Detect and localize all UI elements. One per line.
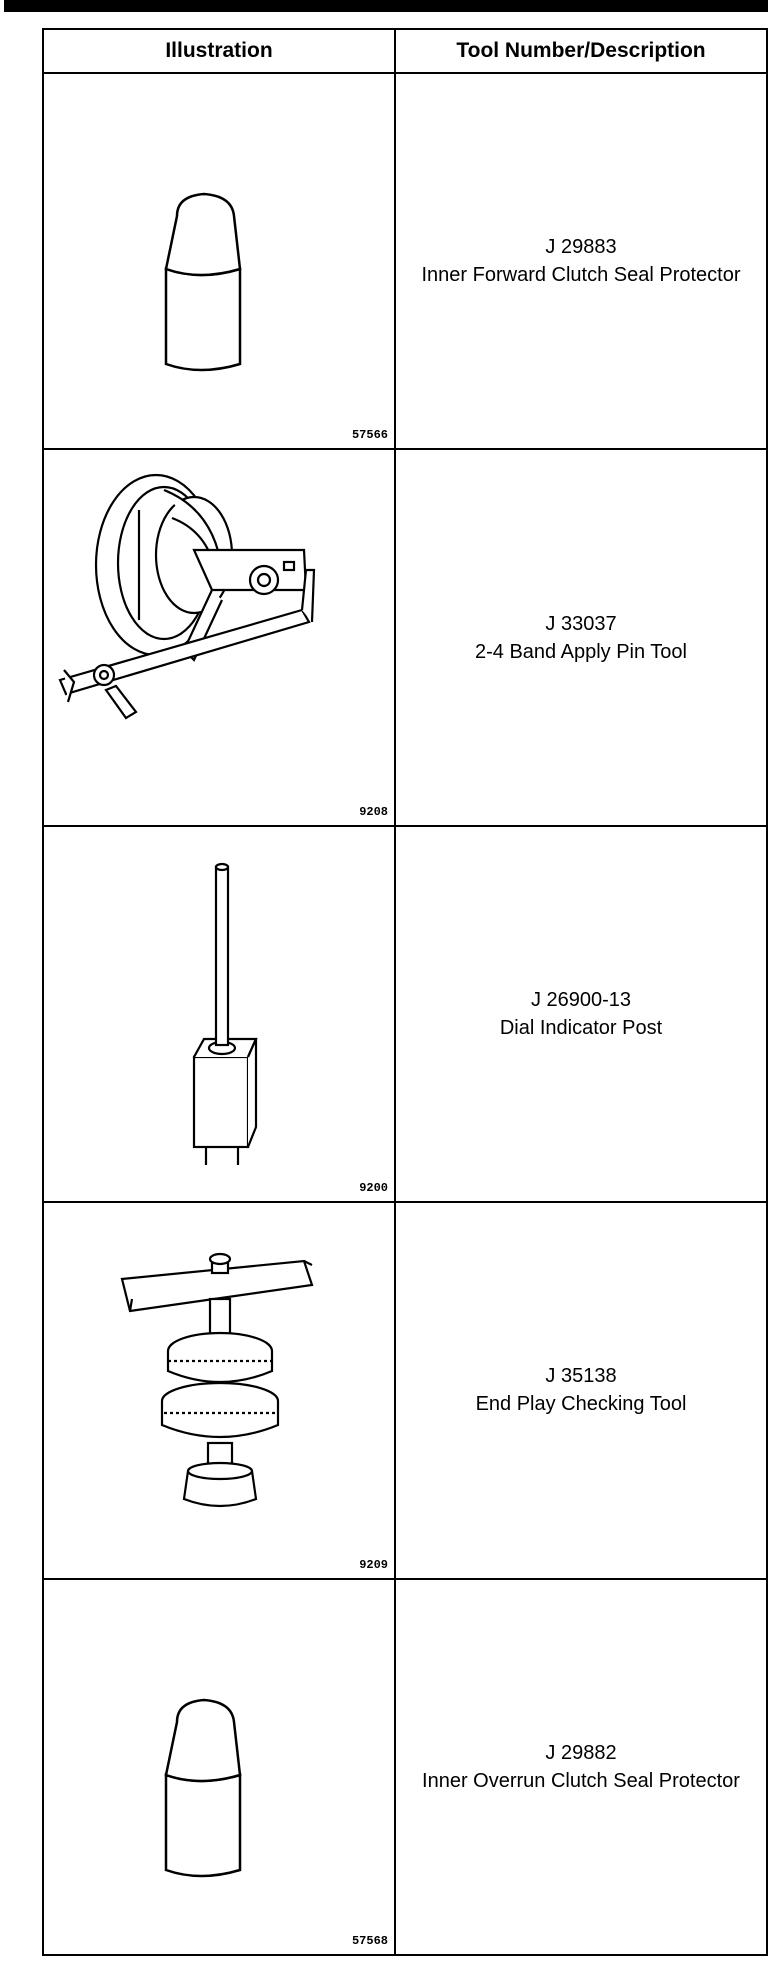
table-row: 9209 J 35138 End Play Checking Tool bbox=[42, 1201, 768, 1580]
figure-number: 9208 bbox=[359, 804, 388, 819]
tool-description: 2-4 Band Apply Pin Tool bbox=[474, 640, 687, 663]
tool-description: Inner Overrun Clutch Seal Protector bbox=[422, 1769, 740, 1792]
top-rule bbox=[4, 0, 768, 12]
description-cell: J 29882 Inner Overrun Clutch Seal Protec… bbox=[394, 1577, 768, 1957]
figure-number: 9200 bbox=[359, 1181, 388, 1196]
illustration-column-header: Illustration bbox=[42, 28, 396, 74]
illustration-cell: 9209 bbox=[42, 1201, 396, 1580]
tool-number: J 29882 bbox=[545, 1741, 617, 1764]
tool-number: J 26900-13 bbox=[530, 988, 632, 1011]
table-row: 57566 J 29883 Inner Forward Clutch Seal … bbox=[42, 71, 768, 451]
tool-description: Inner Forward Clutch Seal Protector bbox=[421, 264, 741, 287]
illustration-cell: 9200 bbox=[42, 824, 396, 1204]
band-apply-pin-tool-icon bbox=[58, 474, 316, 720]
illustration-cell: 57568 bbox=[42, 1577, 396, 1957]
description-cell: J 35138 End Play Checking Tool bbox=[394, 1201, 768, 1580]
seal-protector-icon bbox=[164, 1698, 242, 1877]
illustration-cell: 9208 bbox=[42, 448, 396, 827]
figure-number: 9209 bbox=[359, 1557, 388, 1572]
illustration-cell: 57566 bbox=[42, 71, 396, 451]
tool-number: J 29883 bbox=[545, 236, 617, 259]
description-cell: J 26900-13 Dial Indicator Post bbox=[394, 824, 768, 1204]
tool-number: J 35138 bbox=[545, 1365, 617, 1388]
table-row: 9200 J 26900-13 Dial Indicator Post bbox=[42, 824, 768, 1204]
seal-protector-icon bbox=[164, 192, 242, 372]
figure-number: 57566 bbox=[351, 428, 388, 443]
tool-description: Dial Indicator Post bbox=[499, 1016, 663, 1039]
tool-number: J 33037 bbox=[545, 612, 617, 635]
tool-column-header: Tool Number/Description bbox=[394, 28, 768, 74]
dial-indicator-post-icon bbox=[192, 862, 258, 1165]
description-cell: J 29883 Inner Forward Clutch Seal Protec… bbox=[394, 71, 768, 451]
tool-description: End Play Checking Tool bbox=[475, 1393, 687, 1416]
table-row: 57568 J 29882 Inner Overrun Clutch Seal … bbox=[42, 1577, 768, 1957]
end-play-checking-tool-icon bbox=[120, 1253, 314, 1508]
description-cell: J 33037 2-4 Band Apply Pin Tool bbox=[394, 448, 768, 827]
table-row: 9208 J 33037 2-4 Band Apply Pin Tool bbox=[42, 448, 768, 827]
table-header-row: Illustration Tool Number/Description bbox=[42, 28, 768, 74]
special-tools-table: Illustration Tool Number/Description 575… bbox=[42, 28, 768, 1957]
figure-number: 57568 bbox=[351, 1934, 388, 1948]
